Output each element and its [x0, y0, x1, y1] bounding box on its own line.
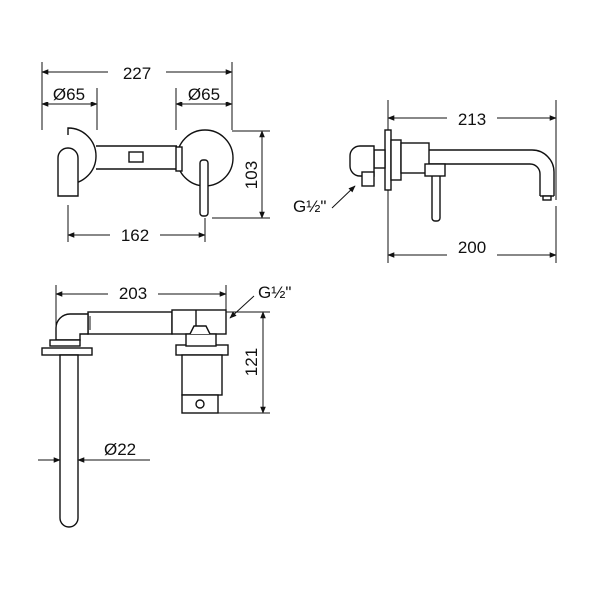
top-view: 203 121 G½" Ø22: [38, 283, 291, 528]
cartridge-screw: [195, 399, 205, 409]
dim-top-length: 203: [119, 284, 147, 303]
side-view: 213 200 G½": [293, 100, 557, 264]
dim-overall-width: 227: [123, 64, 151, 83]
dim-gap: [108, 62, 166, 82]
cartridge-body: [181, 354, 223, 396]
body-side: [400, 142, 430, 174]
dim-spout-diameter: Ø22: [104, 440, 136, 459]
wall-plate: [384, 129, 392, 191]
dim-gap: [447, 108, 497, 128]
aerator: [542, 195, 552, 201]
spout-top-edge: [429, 149, 555, 196]
dim-gap: [181, 88, 227, 102]
thread-label-top: G½": [258, 283, 291, 302]
spout-front: [57, 147, 79, 197]
lever-base: [424, 163, 446, 177]
valve-stub: [175, 146, 183, 172]
dim-gap: [108, 283, 158, 303]
dim-center-distance: 162: [121, 226, 149, 245]
thread-leader: [331, 185, 356, 209]
dim-total-length: 213: [458, 110, 486, 129]
dim-depth: 121: [242, 348, 261, 376]
elbow-fitting: [349, 145, 375, 177]
thread-label-side: G½": [293, 197, 326, 216]
cartridge-neck: [185, 333, 217, 347]
connector-marker: [128, 151, 144, 163]
top-connector: [87, 311, 173, 335]
dim-spout-length: 200: [458, 238, 486, 257]
lever-side: [431, 172, 441, 222]
front-view: 227 Ø65 Ø65 103 103 162: [41, 62, 270, 245]
dim-gap: [46, 88, 92, 102]
dim-gap-text: 103: [242, 161, 261, 189]
elbow-outlet: [361, 171, 375, 187]
wall-flange: [390, 139, 402, 181]
spout-top-view: [59, 354, 79, 528]
spout-bottom-edge: [429, 163, 541, 196]
dim-left-diameter: Ø65: [53, 85, 85, 104]
dim-gap: [110, 225, 160, 245]
lever-handle: [199, 159, 209, 217]
dim-right-diameter: Ø65: [188, 85, 220, 104]
thread-nut: [373, 149, 386, 169]
dim-height: 103: [242, 161, 261, 189]
lever-stem-top: [189, 325, 211, 335]
elbow-nut: [49, 339, 81, 347]
thread-leader-top: [229, 295, 255, 319]
wall-plate-top: [41, 347, 93, 356]
dim-gap: [447, 244, 497, 264]
elbow-top: [55, 313, 89, 341]
